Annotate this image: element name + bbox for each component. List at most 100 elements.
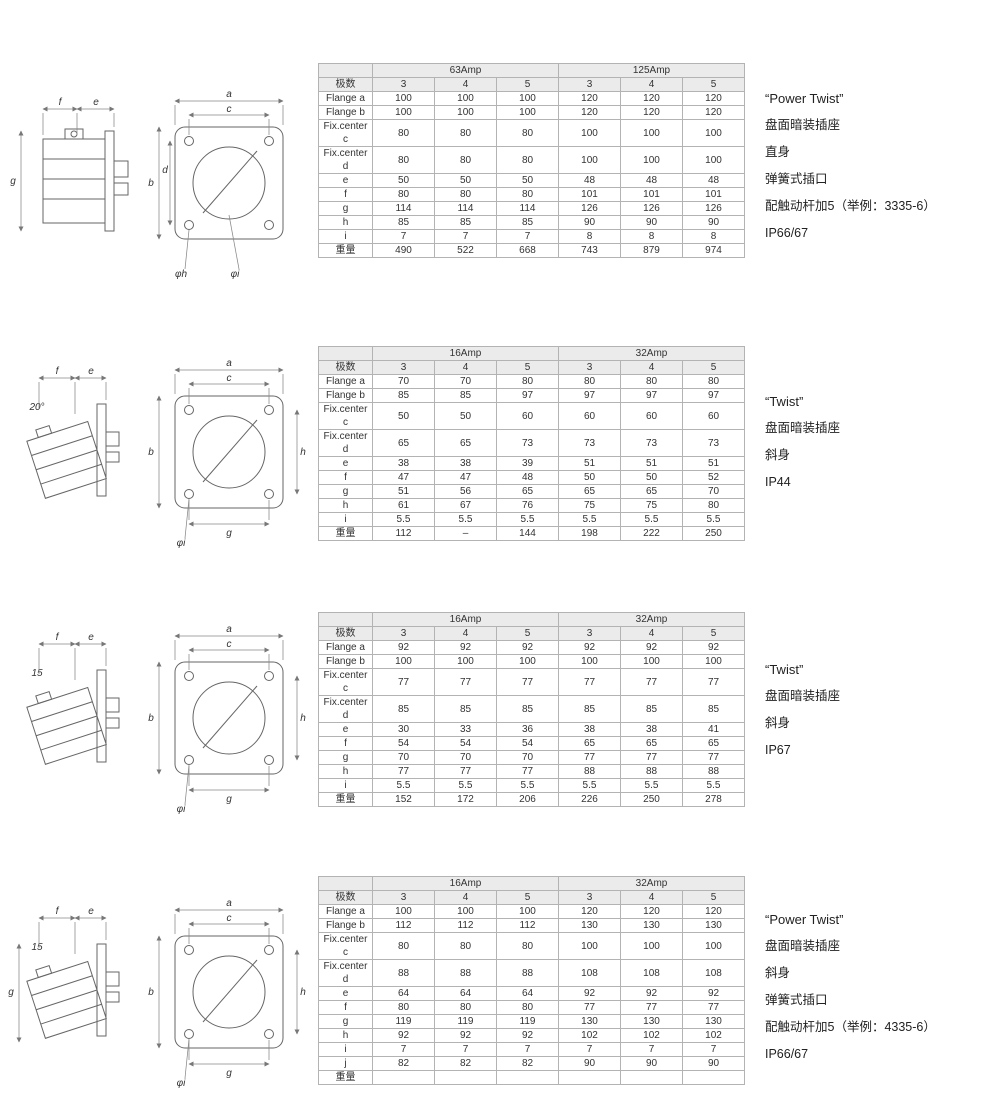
table-cell: 60 xyxy=(682,402,745,430)
description-line: 盘面暗装插座 xyxy=(765,118,841,132)
row-label: Flange a xyxy=(318,640,373,655)
table-cell: 80 xyxy=(558,374,621,389)
corner-cell xyxy=(318,612,373,627)
dim-c-label: c xyxy=(227,373,232,384)
table-cell: 80 xyxy=(496,1000,559,1015)
table-cell: 80 xyxy=(434,932,497,960)
table-cell: 100 xyxy=(620,146,683,174)
table-cell: 85 xyxy=(372,695,435,723)
table-cell: 30 xyxy=(372,722,435,737)
table-cell: 85 xyxy=(682,695,745,723)
table-cell: 102 xyxy=(682,1028,745,1043)
row-label: Fix.center d xyxy=(318,429,373,457)
dim-e-label: e xyxy=(88,632,94,643)
angle-label: 15 xyxy=(31,942,43,953)
table-row: 重量 xyxy=(318,1070,745,1085)
table-cell: 70 xyxy=(434,750,497,765)
table-cell: 60 xyxy=(496,402,559,430)
corner-cell xyxy=(318,346,373,361)
dim-h-label: h xyxy=(300,713,306,724)
table-cell: 119 xyxy=(372,1014,435,1029)
dim-e-label: e xyxy=(88,366,94,377)
dim-g-label: g xyxy=(226,794,232,805)
table-cell: 88 xyxy=(496,959,559,987)
table-cell: 80 xyxy=(434,1000,497,1015)
row-label: Fix.center c xyxy=(318,668,373,696)
table-cell: 100 xyxy=(558,932,621,960)
table-cell: 92 xyxy=(620,640,683,655)
table-cell: 76 xyxy=(496,498,559,513)
table-cell: 490 xyxy=(372,243,435,258)
row-label: 重量 xyxy=(318,526,373,541)
table-cell: 7 xyxy=(682,1042,745,1057)
table-cell: 80 xyxy=(434,187,497,202)
dim-d-label: d xyxy=(162,165,168,176)
table-cell: 48 xyxy=(496,470,559,485)
table-cell: 65 xyxy=(496,484,559,499)
table-cell: 7 xyxy=(620,1042,683,1057)
row-label: Flange b xyxy=(318,918,373,933)
table-cell: 100 xyxy=(496,654,559,669)
table-cell: 92 xyxy=(372,1028,435,1043)
table-cell: 75 xyxy=(558,498,621,513)
dim-c-label: c xyxy=(227,104,232,115)
row-label: Flange a xyxy=(318,91,373,106)
amp-group-header: 32Amp xyxy=(558,876,745,891)
pole-count-value: 4 xyxy=(620,890,683,905)
table-cell: 73 xyxy=(496,429,559,457)
front-view-body xyxy=(174,395,284,509)
description-line: IP44 xyxy=(765,475,791,489)
table-cell: 130 xyxy=(558,1014,621,1029)
table-cell: 92 xyxy=(558,986,621,1001)
table-cell: 50 xyxy=(372,402,435,430)
description-line: 盘面暗装插座 xyxy=(765,689,841,703)
table-cell: 64 xyxy=(434,986,497,1001)
amp-group-header: 63Amp xyxy=(372,63,559,78)
table-cell: 100 xyxy=(434,904,497,919)
table-cell: 102 xyxy=(620,1028,683,1043)
table-cell: 8 xyxy=(620,229,683,244)
table-cell: 33 xyxy=(434,722,497,737)
table-cell: 7 xyxy=(496,1042,559,1057)
table-cell: 70 xyxy=(372,750,435,765)
table-cell: 38 xyxy=(434,456,497,471)
table-cell: 90 xyxy=(620,1056,683,1071)
amp-group-header: 16Amp xyxy=(372,612,559,627)
table-cell: 130 xyxy=(620,1014,683,1029)
row-label: g xyxy=(318,750,373,765)
side-view-body xyxy=(26,403,120,499)
table-cell: 97 xyxy=(620,388,683,403)
dim-f-label: f xyxy=(59,97,63,108)
table-cell: 77 xyxy=(682,668,745,696)
table-cell: 97 xyxy=(558,388,621,403)
table-cell: 100 xyxy=(372,91,435,106)
table-cell: 130 xyxy=(620,918,683,933)
table-cell: 65 xyxy=(434,429,497,457)
row-label: j xyxy=(318,1056,373,1071)
table-cell: 36 xyxy=(496,722,559,737)
row-label: 重量 xyxy=(318,1070,373,1085)
description-line: 配触动杆加5（举例：3335-6） xyxy=(765,199,936,213)
table-cell: 100 xyxy=(682,119,745,147)
table-cell xyxy=(682,1070,745,1085)
row-label: Flange b xyxy=(318,105,373,120)
table-cell: 88 xyxy=(434,959,497,987)
table-cell: 119 xyxy=(434,1014,497,1029)
table-cell: 879 xyxy=(620,243,683,258)
table-cell: 90 xyxy=(558,1056,621,1071)
table-cell: 51 xyxy=(558,456,621,471)
table-cell: 92 xyxy=(620,986,683,1001)
dim-f-label: f xyxy=(56,906,60,917)
